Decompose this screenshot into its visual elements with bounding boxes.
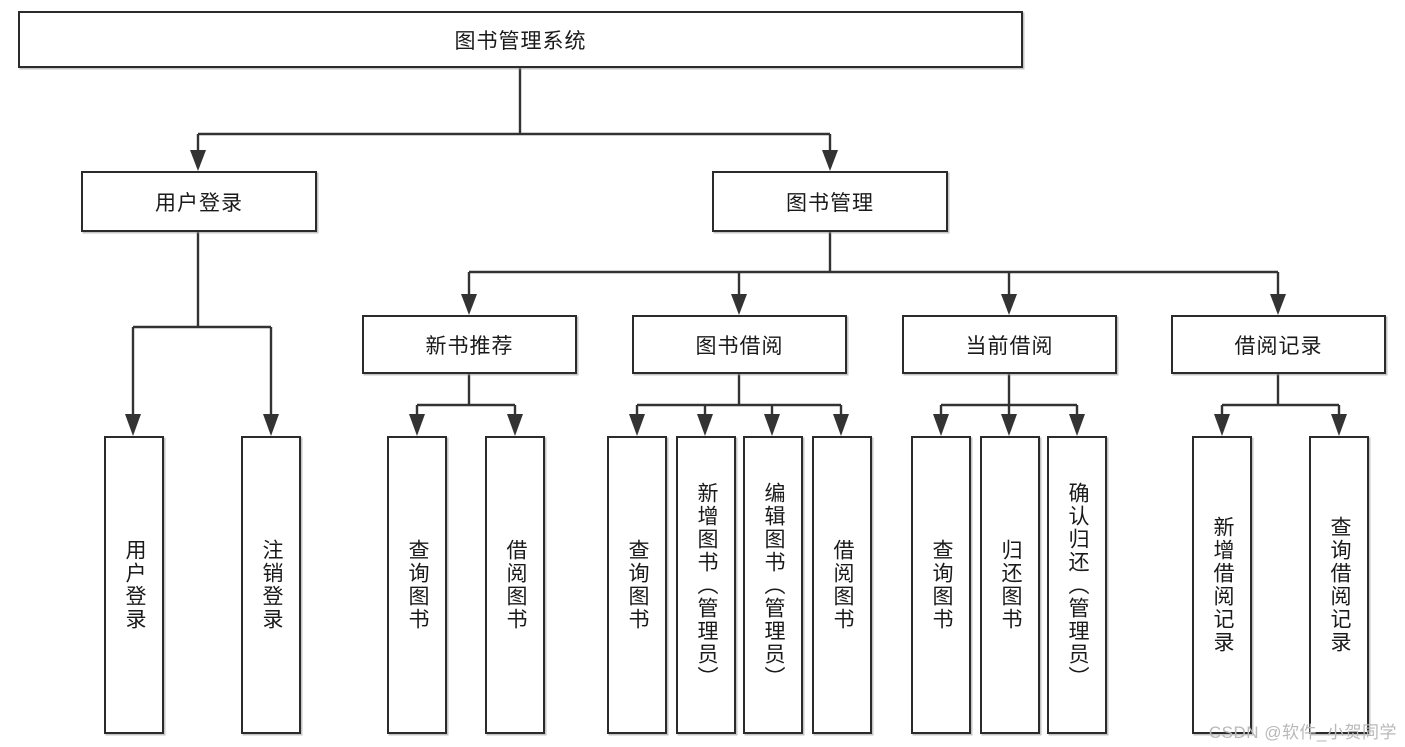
leaf-label: 确认归还（管理员） — [1066, 481, 1090, 689]
leaf-label: 用户登录 — [123, 539, 147, 631]
leaf-label: 新增借阅记录 — [1211, 516, 1235, 654]
leaf-label: 新增图书（管理员） — [695, 481, 719, 689]
leaf-book-borrow-add[interactable]: 新增图书（管理员） — [676, 436, 736, 734]
leaf-label: 借阅图书 — [504, 539, 528, 631]
leaf-book-borrow-borrow[interactable]: 借阅图书 — [812, 436, 872, 734]
leaf-new-book-borrow[interactable]: 借阅图书 — [485, 436, 545, 734]
leaf-current-borrow-return[interactable]: 归还图书 — [980, 436, 1040, 734]
node-root-book-management-system[interactable]: 图书管理系统 — [18, 11, 1023, 68]
leaf-label: 注销登录 — [260, 539, 284, 631]
leaf-current-borrow-query[interactable]: 查询图书 — [911, 436, 971, 734]
leaf-borrow-record-query[interactable]: 查询借阅记录 — [1309, 436, 1369, 734]
node-new-book-recommend[interactable]: 新书推荐 — [362, 315, 577, 374]
leaf-user-login-logout[interactable]: 注销登录 — [241, 436, 301, 734]
leaf-current-borrow-confirm-return[interactable]: 确认归还（管理员） — [1047, 436, 1107, 734]
node-book-borrow[interactable]: 图书借阅 — [632, 315, 847, 374]
leaf-new-book-query[interactable]: 查询图书 — [387, 436, 447, 734]
node-borrow-record[interactable]: 借阅记录 — [1171, 315, 1386, 374]
leaf-label: 借阅图书 — [831, 539, 855, 631]
leaf-label: 查询图书 — [406, 539, 430, 631]
leaf-book-borrow-edit[interactable]: 编辑图书（管理员） — [743, 436, 803, 734]
leaf-label: 查询图书 — [930, 539, 954, 631]
leaf-borrow-record-add[interactable]: 新增借阅记录 — [1192, 436, 1252, 734]
leaf-label: 查询图书 — [626, 539, 650, 631]
leaf-label: 查询借阅记录 — [1328, 516, 1352, 654]
node-current-borrow[interactable]: 当前借阅 — [902, 315, 1117, 374]
node-user-login[interactable]: 用户登录 — [81, 171, 317, 232]
leaf-book-borrow-query[interactable]: 查询图书 — [607, 436, 667, 734]
leaf-label: 编辑图书（管理员） — [762, 481, 786, 689]
leaf-label: 归还图书 — [999, 539, 1023, 631]
node-book-management[interactable]: 图书管理 — [712, 171, 948, 232]
leaf-user-login-login[interactable]: 用户登录 — [104, 436, 164, 734]
